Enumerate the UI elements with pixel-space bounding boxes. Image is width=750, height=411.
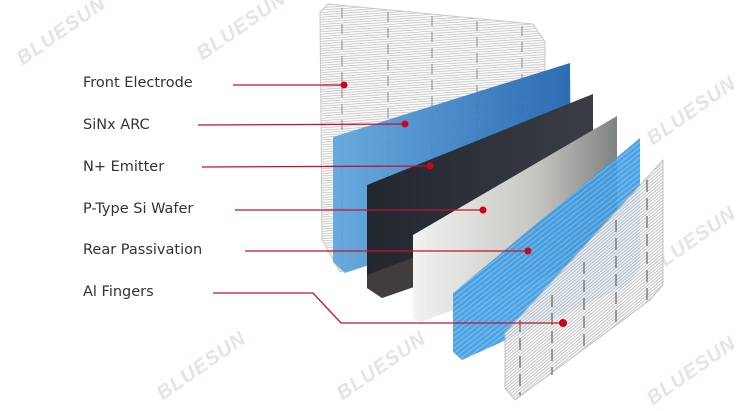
marker-dot <box>401 120 409 128</box>
rear-passivation-layer <box>453 138 640 360</box>
label-rear-passivation: Rear Passivation <box>83 242 203 258</box>
marker-dot <box>524 247 532 255</box>
marker-dot <box>340 81 348 89</box>
leader-line-al-fingers <box>213 292 563 324</box>
marker-dot <box>559 319 567 327</box>
label-sinx-arc: SiNx ARC <box>83 117 150 133</box>
label-n-emitter: N+ Emitter <box>83 159 165 175</box>
label-front-electrode: Front Electrode <box>83 75 193 91</box>
al-fingers-layer <box>504 158 664 401</box>
label-al-fingers: Al Fingers <box>83 284 154 300</box>
leader-line-sinx-arc <box>197 123 406 126</box>
leader-line-n-emitter <box>201 165 431 168</box>
p-type-wafer-layer <box>413 116 617 322</box>
label-p-type-wafer: P-Type Si Wafer <box>83 201 194 217</box>
marker-dot <box>426 162 434 170</box>
marker-dot <box>479 206 487 214</box>
